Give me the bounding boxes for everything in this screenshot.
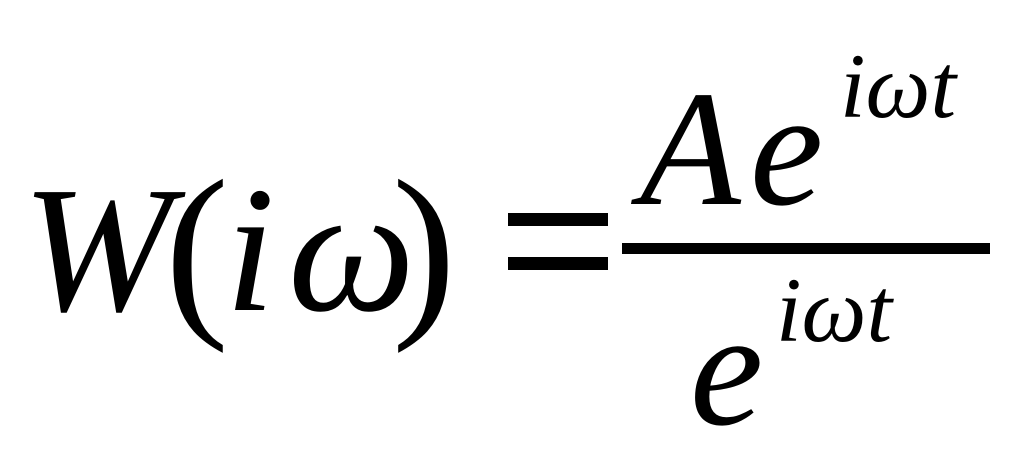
lhs-function-symbol: W	[22, 150, 172, 349]
numerator-exponent: iωt	[840, 35, 957, 137]
equals-sign-top-bar	[508, 213, 608, 226]
numerator-exponential-base: e	[750, 57, 824, 240]
numerator-coefficient: A	[640, 57, 741, 240]
lhs-imag-unit: i	[225, 150, 276, 349]
lhs-omega-symbol: ω	[288, 150, 416, 349]
equals-sign-bottom-bar	[508, 257, 608, 270]
denominator-exponential-base: e	[690, 277, 764, 460]
denominator-exponent: iωt	[776, 259, 893, 361]
lhs-open-paren: (	[165, 141, 229, 354]
fraction-bar	[622, 243, 990, 254]
lhs-close-paren: )	[392, 141, 456, 354]
